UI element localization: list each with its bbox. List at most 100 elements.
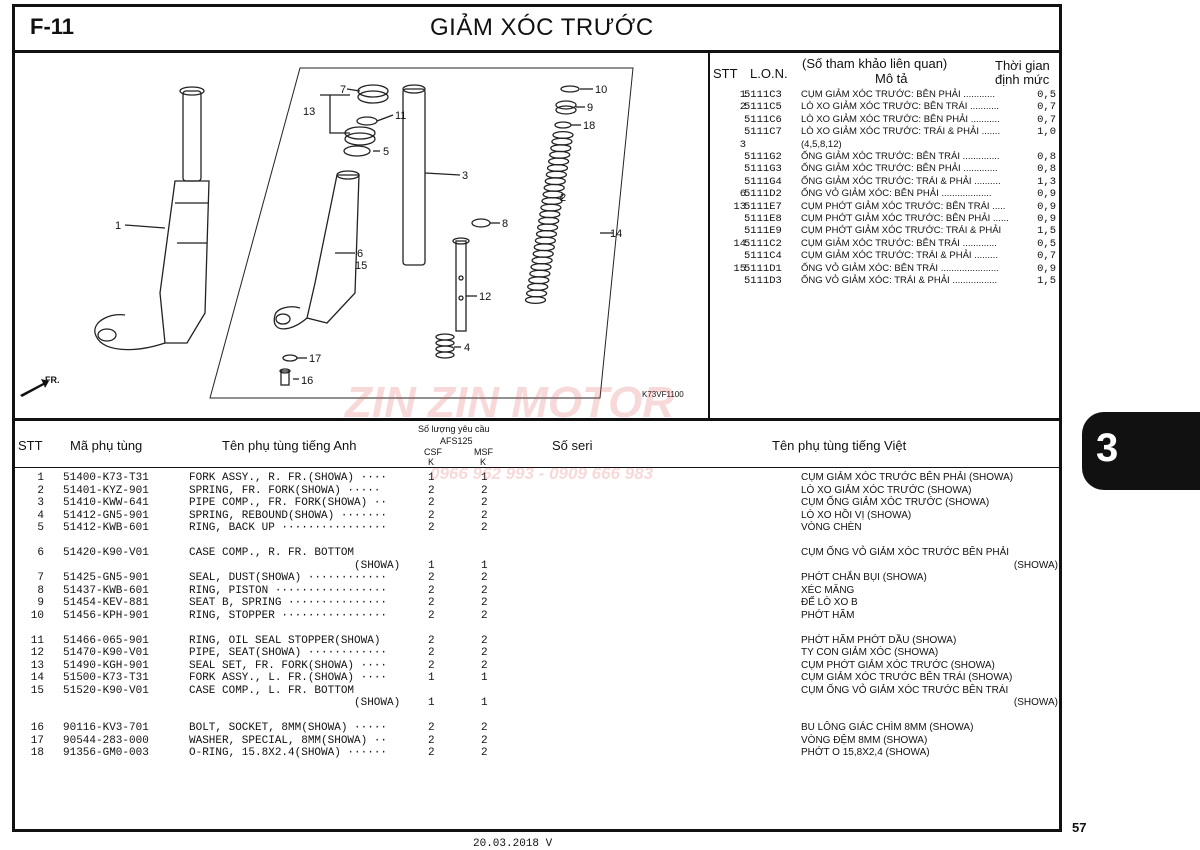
row-part-no: 91356-GM0-003 [63, 747, 149, 759]
ref-time: 1,3 [1037, 175, 1056, 188]
ref-stt: 13 [733, 200, 746, 213]
row-name-vi: CỤM GIẢM XÓC TRƯỚC BÊN PHẢI (SHOWA) [801, 472, 1014, 483]
ref-header-desc-1: (Số tham khảo liên quan) [802, 56, 948, 71]
ref-desc: ỐNG GIẢM XÓC TRƯỚC: BÊN TRÁI ...........… [801, 151, 1000, 162]
row-part-no: 51500-K73-T31 [63, 672, 149, 684]
callout-18: 18 [583, 120, 595, 132]
row-part-no: 51456-KPH-901 [63, 609, 149, 622]
ref-desc: CỤM PHỚT GIẢM XÓC TRƯỚC: TRÁI & PHẢI [801, 225, 1002, 237]
spring-coil [538, 216, 560, 225]
ref-time: 1,5 [1037, 225, 1056, 238]
ref-stt: 3 [739, 138, 746, 151]
ref-header-desc-2: Mô tả [875, 71, 908, 86]
ref-time: 0,7 [1037, 101, 1056, 114]
row-part-no: 90116-KV3-701 [63, 722, 149, 734]
row-csf: 2 [428, 584, 435, 597]
o-ring [554, 121, 572, 129]
parts-header-stt: STT [18, 438, 43, 453]
ref-lon: 5111C5 [744, 101, 782, 114]
ref-desc: LÒ XO GIẢM XÓC TRƯỚC: TRÁI & PHẢI ......… [801, 126, 1001, 138]
row-stt: 2 [37, 484, 44, 497]
row-csf: 2 [428, 597, 435, 609]
callout-12: 12 [479, 291, 491, 303]
ref-time: 0,5 [1037, 89, 1056, 101]
ref-desc: CỤM GIẢM XÓC TRƯỚC: BÊN TRÁI ...........… [801, 237, 997, 249]
row-name-en: SPRING, REBOUND(SHOWA) ······· [189, 509, 388, 522]
parts-header-part-no: Mã phụ tùng [70, 438, 143, 453]
fork-pipe [402, 84, 426, 266]
row-stt: 17 [30, 734, 44, 747]
page-number: 57 [1072, 820, 1087, 835]
row-name-en: SEAL, DUST(SHOWA) ············ [189, 572, 388, 584]
special-washer [282, 354, 298, 362]
spring-coil [525, 289, 548, 298]
row-stt: 12 [30, 647, 44, 659]
pipe-seat [452, 237, 470, 332]
row-name-vi: PHỚT HÃM [801, 609, 855, 621]
row-csf: 2 [428, 572, 435, 584]
callout-9: 9 [587, 102, 593, 114]
spring-coil [528, 276, 550, 285]
ref-lon: 5111E7 [744, 200, 782, 213]
ref-lon: 5111D3 [744, 275, 782, 287]
ref-header-lon: L.O.N. [750, 66, 788, 81]
ref-lon: 5111C4 [744, 250, 782, 263]
row-part-no: 51454-KEV-881 [63, 597, 149, 609]
callout-5: 5 [383, 146, 389, 158]
row-stt: 11 [30, 634, 44, 647]
spring-coil [529, 269, 551, 278]
spring-coil [536, 223, 559, 232]
row-stt: 4 [37, 509, 44, 522]
piston-ring [471, 218, 491, 228]
ref-stt: 2 [739, 101, 746, 114]
ref-lon: 5111G4 [744, 175, 782, 188]
ref-lon: 5111D1 [744, 262, 782, 275]
rebound-spring [435, 333, 455, 359]
row-msf: 2 [481, 647, 488, 659]
exploded-diagram: 1 2 3 4 5 6 7 8 9 10 11 12 13 14 15 16 1… [20, 67, 684, 399]
row-msf: 2 [481, 634, 488, 647]
spring-coil [543, 183, 565, 192]
row-name-vi: TY CON GIẢM XÓC (SHOWA) [801, 647, 939, 658]
ref-lon: 5111C2 [744, 237, 782, 250]
ref-lon: 5111D2 [744, 188, 782, 201]
ref-desc: CỤM PHỚT GIẢM XÓC TRƯỚC: BÊN TRÁI ..... [801, 200, 1006, 212]
row-csf: 1 [428, 672, 435, 684]
parts-header-rule [14, 467, 1060, 468]
spring-coil [539, 210, 561, 219]
ref-stt: 15 [733, 262, 746, 275]
callout-3: 3 [462, 170, 468, 182]
row-stt: 9 [37, 597, 44, 609]
back-up-ring [343, 145, 371, 157]
row-msf: 2 [481, 572, 488, 584]
row-name-vi: VÒNG ĐỆM 8MM (SHOWA) [801, 734, 928, 746]
spring-coil [551, 137, 573, 146]
callout-2: 2 [560, 192, 566, 204]
front-arrow-icon [20, 379, 49, 397]
header-divider [12, 50, 1062, 53]
row-msf: 1 [481, 697, 488, 709]
row-msf: 1 [481, 559, 488, 572]
row-name-en: PIPE COMP., FR. FORK(SHOWA) ·· [189, 497, 388, 509]
table-divider [12, 418, 1062, 421]
row-part-no: 51401-KYZ-901 [63, 484, 149, 497]
row-msf: 2 [481, 597, 488, 609]
row-msf: 2 [481, 659, 488, 672]
spring-coil [533, 243, 555, 252]
parts-header-serial: Số seri [552, 438, 593, 453]
row-msf: 2 [481, 722, 488, 734]
row-csf: 2 [428, 509, 435, 522]
stopper-ring [356, 116, 378, 126]
spring-coil [535, 229, 558, 239]
spring-coil [527, 282, 549, 291]
spring-coil [544, 177, 566, 186]
